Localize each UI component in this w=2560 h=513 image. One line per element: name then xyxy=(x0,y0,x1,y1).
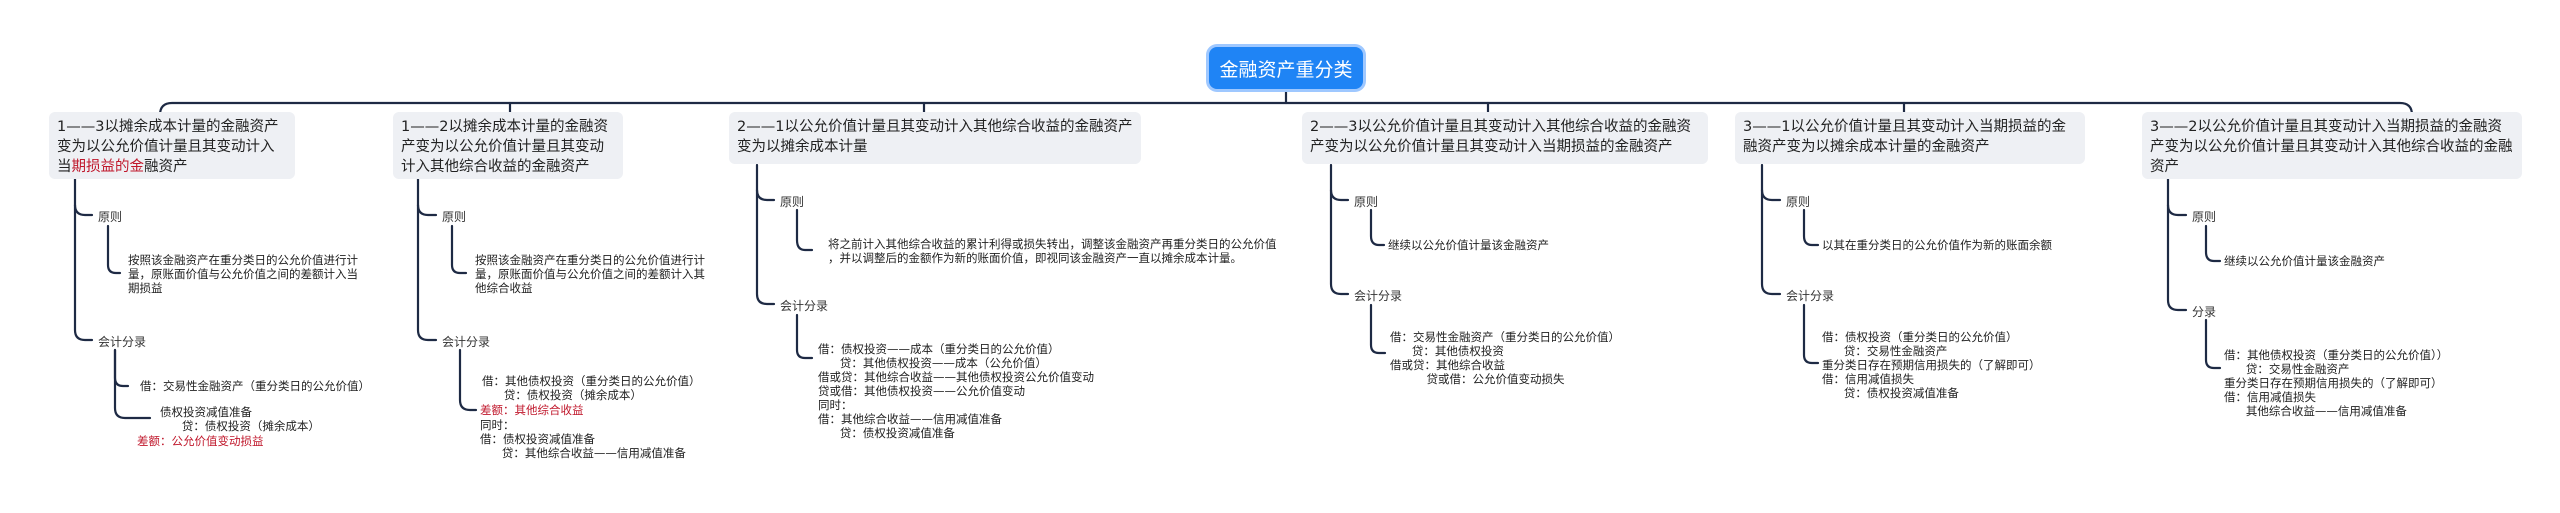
branch-node-2-1[interactable]: 2——1以公允价值计量且其变动计入其他综合收益的金融资产变为以摊余成本计量 xyxy=(729,112,1141,164)
entry-label[interactable]: 会计分录 xyxy=(1786,289,1835,303)
principle-text[interactable]: 继续以公允价值计量该金融资产 xyxy=(1388,238,1549,252)
entry-text[interactable]: 借：债权投资——成本（重分类日的公允价值） 贷：其他债权投资——成本（公允价值）… xyxy=(818,342,1094,440)
principle-text[interactable]: 将之前计入其他综合收益的累计利得或损失转出，调整该金融资产再重分类日的公允价值 … xyxy=(828,237,1277,265)
entry-text[interactable]: 借：债权投资（重分类日的公允价值） 贷：交易性金融资产 重分类日存在预期信用损失… xyxy=(1822,330,2041,400)
entry-text[interactable]: 债权投资减值准备 贷：债权投资（摊余成本） xyxy=(160,405,320,433)
entry-text[interactable]: 借：其他债权投资（重分类日的公允价值） 贷：债权投资（摊余成本） xyxy=(482,374,701,402)
principle-label[interactable]: 原则 xyxy=(1354,195,1379,209)
entry-label[interactable]: 会计分录 xyxy=(780,299,829,313)
principle-text[interactable]: 按照该金融资产在重分类日的公允价值进行计 量，原账面价值与公允价值之间的差额计入… xyxy=(128,253,358,295)
branch-title-part: 1——3以摊余成本计量的金融资产变为以公允价值计量且其变动计入当 xyxy=(57,119,279,175)
branch-title-part: 融资产 xyxy=(144,159,188,175)
principle-text[interactable]: 继续以公允价值计量该金融资产 xyxy=(2224,254,2385,268)
root-node[interactable]: 金融资产重分类 xyxy=(1209,47,1363,89)
principle-label[interactable]: 原则 xyxy=(2192,210,2217,224)
entry-text-highlight[interactable]: 差额：其他综合收益 xyxy=(480,403,584,417)
entry-text[interactable]: 同时： 借：债权投资减值准备 贷：其他综合收益——信用减值准备 xyxy=(480,418,686,460)
entry-text-highlight[interactable]: 差额：公允价值变动损益 xyxy=(137,434,264,448)
principle-label[interactable]: 原则 xyxy=(98,210,123,224)
principle-text[interactable]: 以其在重分类日的公允价值作为新的账面余额 xyxy=(1822,238,2052,252)
entry-text[interactable]: 借：其他债权投资（重分类日的公允价值）） 贷：交易性金融资产 重分类日存在预期信… xyxy=(2224,348,2449,418)
principle-label[interactable]: 原则 xyxy=(442,210,467,224)
principle-label[interactable]: 原则 xyxy=(780,195,805,209)
branch-node-3-2[interactable]: 3——2以公允价值计量且其变动计入当期损益的金融资产变为以公允价值计量且其变动计… xyxy=(2142,112,2522,179)
branch-node-3-1[interactable]: 3——1以公允价值计量且其变动计入当期损益的金融资产变为以摊余成本计量的金融资产 xyxy=(1735,112,2085,164)
entry-label[interactable]: 会计分录 xyxy=(98,335,147,349)
entry-label[interactable]: 会计分录 xyxy=(442,335,491,349)
entry-label[interactable]: 会计分录 xyxy=(1354,289,1403,303)
branch-node-1-3[interactable]: 1——3以摊余成本计量的金融资产变为以公允价值计量且其变动计入当期损益的金融资产 xyxy=(49,112,295,179)
principle-label[interactable]: 原则 xyxy=(1786,195,1811,209)
branch-title-highlight: 期损益的金 xyxy=(71,159,145,175)
entry-text[interactable]: 借：交易性金融资产（重分类日的公允价值） 贷：其他债权投资 借或贷：其他综合收益… xyxy=(1390,330,1620,386)
principle-text[interactable]: 按照该金融资产在重分类日的公允价值进行计 量，原账面价值与公允价值之间的差额计入… xyxy=(475,253,705,295)
branch-node-2-3[interactable]: 2——3以公允价值计量且其变动计入其他综合收益的金融资产变为以公允价值计量且其变… xyxy=(1302,112,1708,164)
branch-node-1-2[interactable]: 1——2以摊余成本计量的金融资产变为以公允价值计量且其变动计入其他综合收益的金融… xyxy=(393,112,623,179)
entry-text[interactable]: 借：交易性金融资产（重分类日的公允价值） xyxy=(140,379,370,393)
entry-label[interactable]: 分录 xyxy=(2192,305,2217,319)
